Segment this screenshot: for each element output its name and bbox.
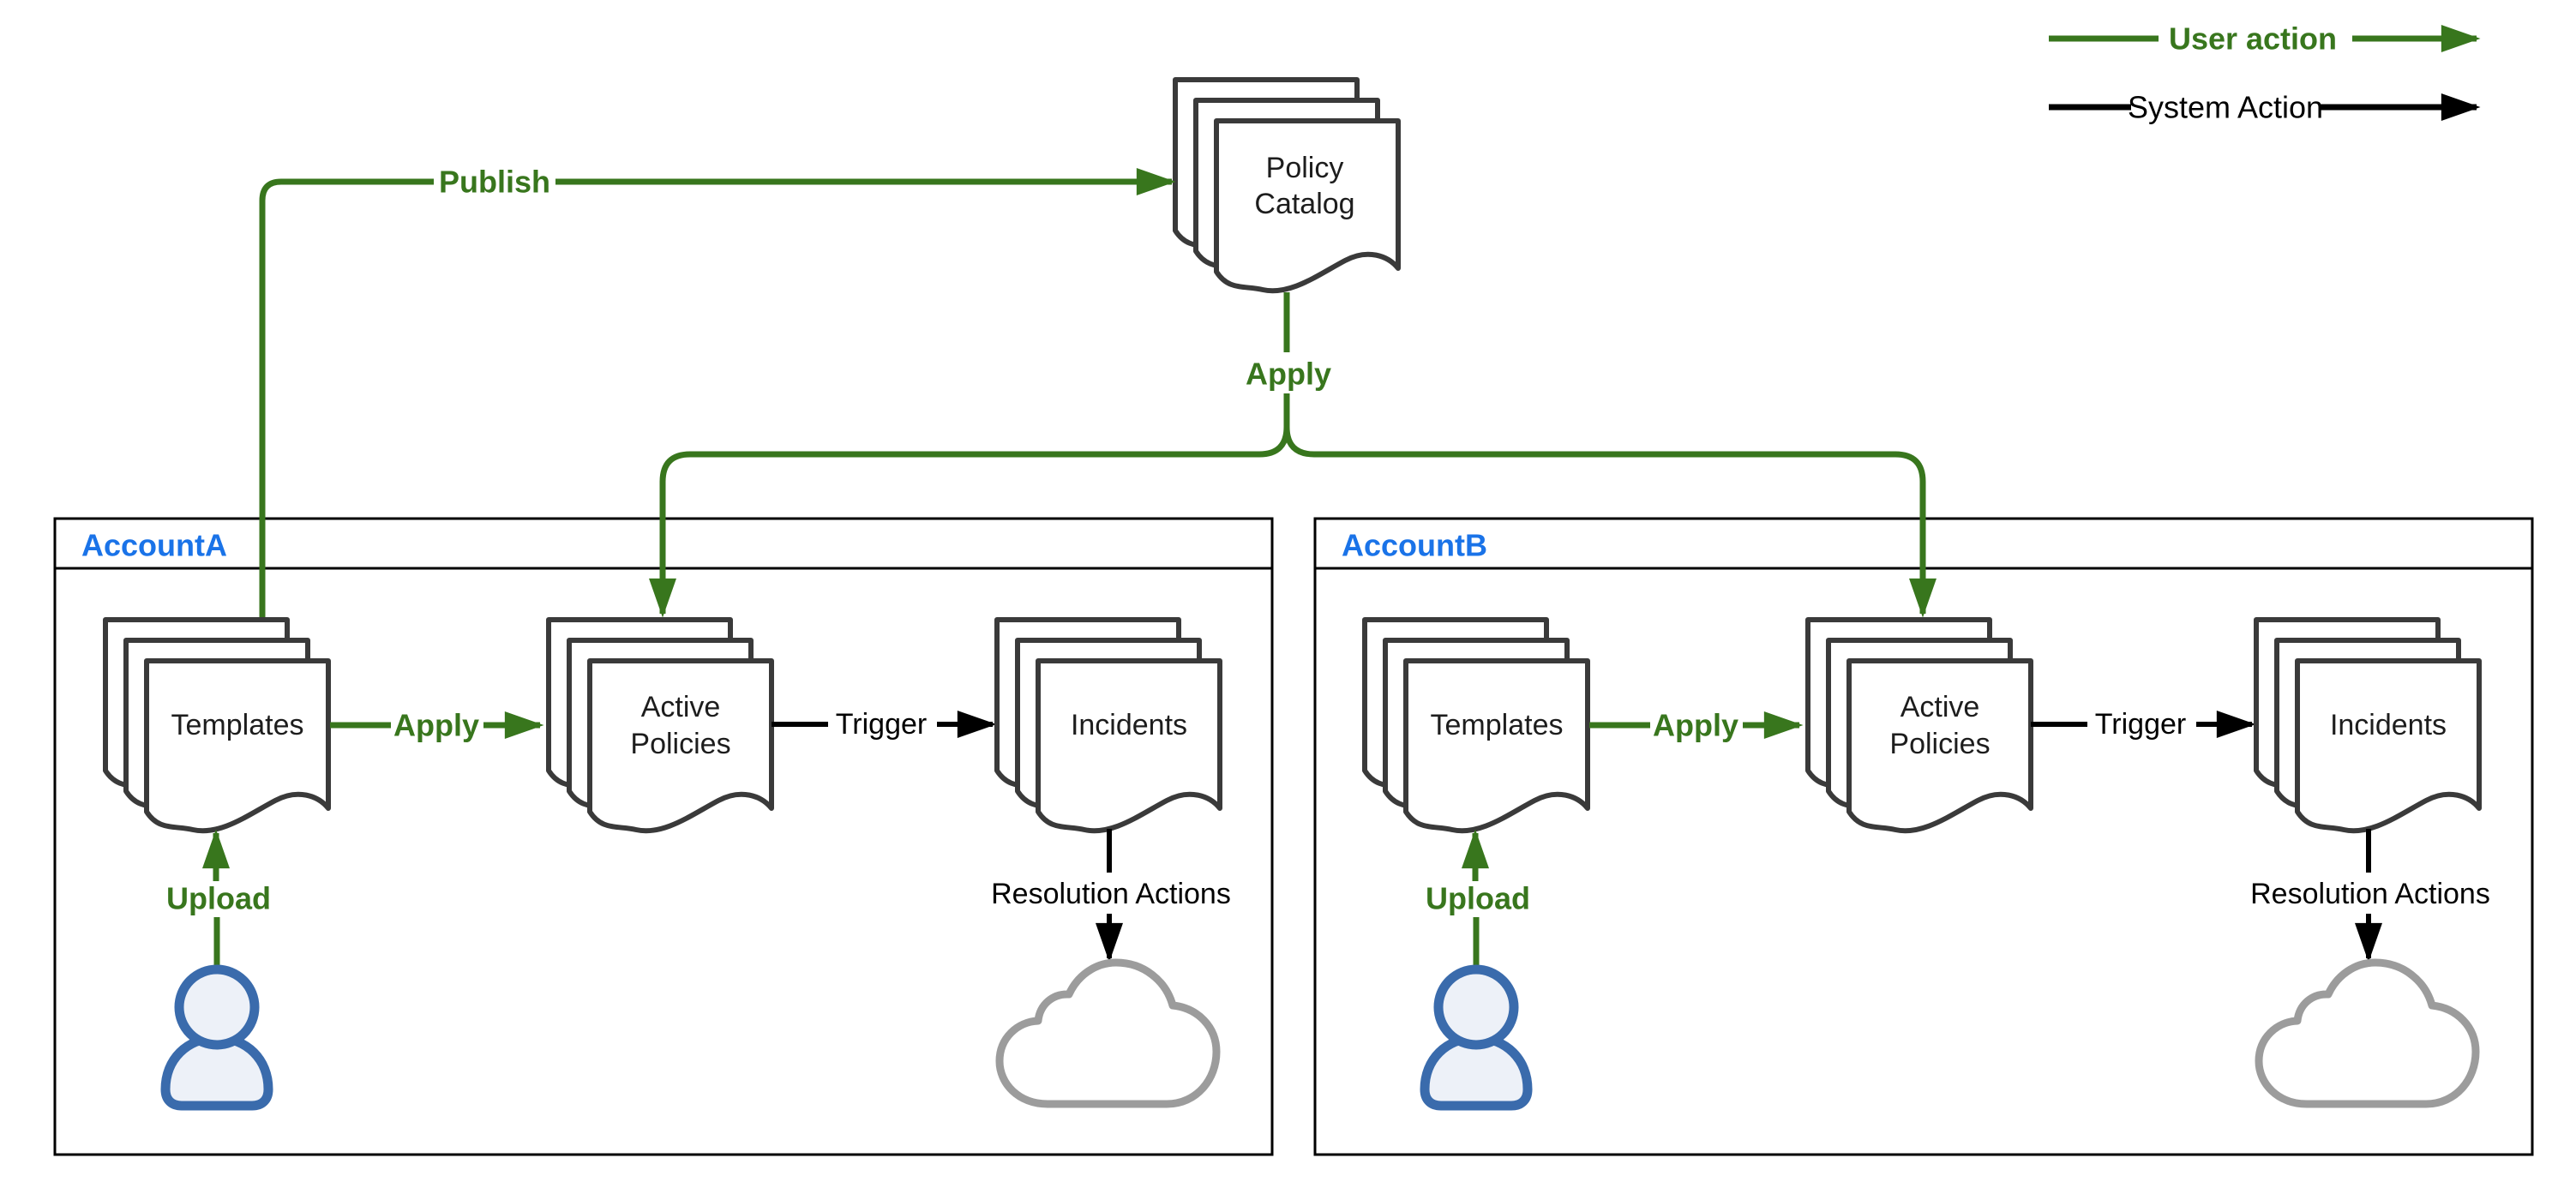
- account-a-title: AccountA: [81, 528, 227, 563]
- incidents-label-b: Incidents: [2330, 709, 2447, 741]
- policy-catalog-label-line2: Catalog: [1254, 188, 1354, 220]
- templates-label-a: Templates: [171, 709, 304, 741]
- resolution-actions-label-b: Resolution Actions: [2250, 878, 2490, 910]
- publish-line: [259, 178, 434, 620]
- apply-catalog-label: Apply: [1246, 357, 1331, 392]
- publish-label: Publish: [439, 165, 550, 200]
- upload-label-b: Upload: [1426, 881, 1530, 916]
- resolution-actions-label-a: Resolution Actions: [991, 878, 1231, 910]
- account-b-title: AccountB: [1342, 528, 1487, 563]
- legend-user-action-label: User action: [2169, 21, 2337, 57]
- active-policies-label-a-line2: Policies: [630, 728, 730, 760]
- policy-catalog-label-line1: Policy: [1266, 152, 1344, 184]
- person-icon-b: [1425, 969, 1528, 1106]
- cloud-icon-b: [2259, 963, 2476, 1104]
- apply-label-b: Apply: [1653, 708, 1738, 743]
- active-policies-stack-a-icon: [549, 620, 772, 831]
- incidents-label-a: Incidents: [1071, 709, 1187, 741]
- templates-label-b: Templates: [1431, 709, 1564, 741]
- cloud-icon-a: [1000, 963, 1216, 1104]
- person-icon-a: [165, 969, 268, 1106]
- active-policies-label-b-line2: Policies: [1889, 728, 1990, 760]
- upload-label-a: Upload: [166, 881, 271, 916]
- active-policies-label-a-line1: Active: [641, 691, 721, 723]
- apply-branch-right-arrow: [1283, 393, 1937, 618]
- policy-catalog-documents-icon: [1175, 80, 1398, 291]
- publish-flow: Publish: [259, 165, 1176, 620]
- apply-catalog-flow: Apply: [649, 292, 1937, 618]
- policy-catalog-node: Policy Catalog: [1175, 80, 1398, 291]
- trigger-label-a: Trigger: [836, 708, 927, 741]
- account-b-content: Templates Apply Active Policies Trigger …: [1365, 620, 2490, 1106]
- active-policies-stack-b-icon: [1808, 620, 2031, 831]
- account-a-content: Templates Apply Active Policies Trigger …: [105, 620, 1231, 1106]
- apply-branch-left-arrow: [649, 393, 1290, 618]
- legend: User action System Action: [2049, 21, 2481, 125]
- active-policies-label-b-line1: Active: [1900, 691, 1980, 723]
- trigger-label-b: Trigger: [2095, 708, 2186, 741]
- legend-system-action-label: System Action: [2128, 90, 2323, 125]
- apply-label-a: Apply: [393, 708, 479, 743]
